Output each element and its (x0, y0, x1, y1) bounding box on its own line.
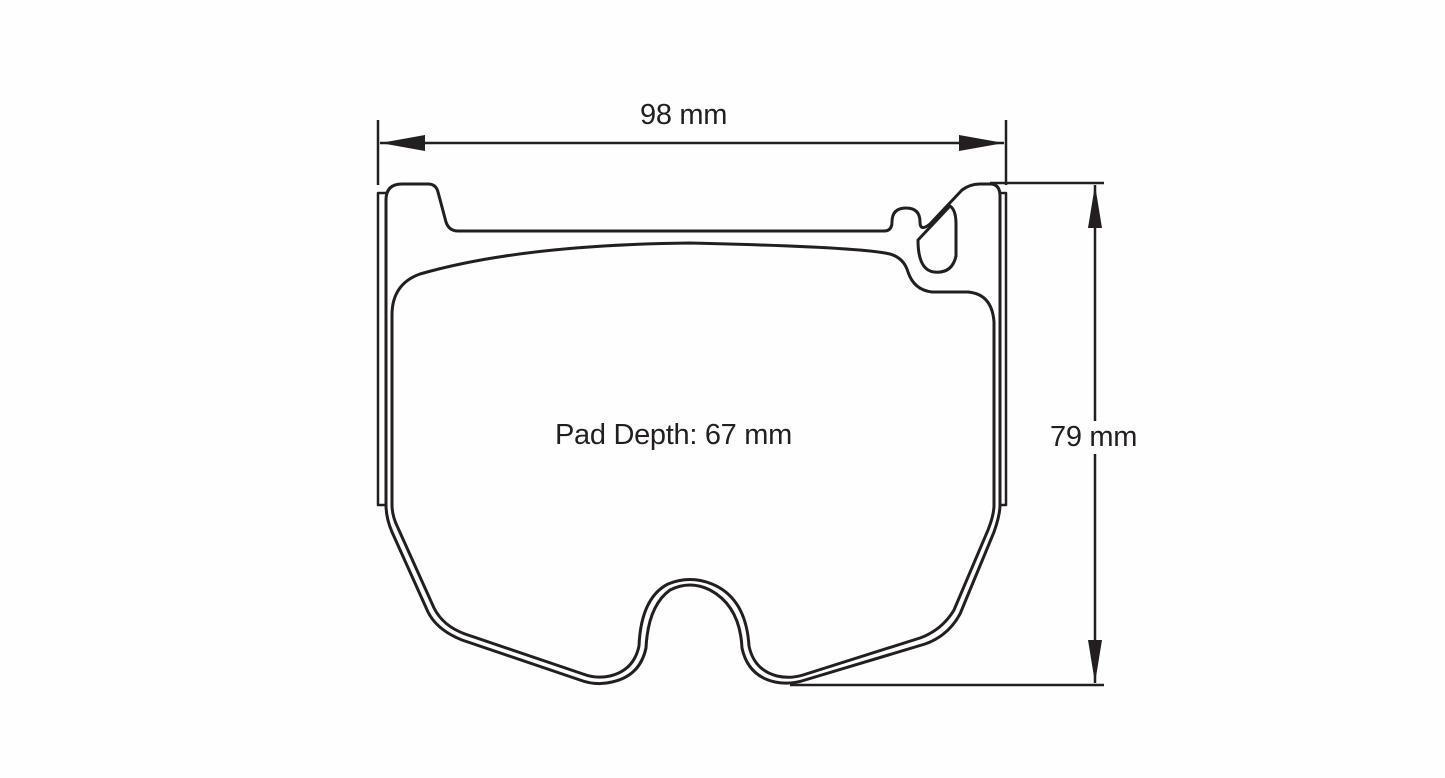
width-dimension-label: 98 mm (640, 99, 728, 131)
wear-indicator-slot (916, 204, 958, 274)
pad-depth-label: Pad Depth: 67 mm (555, 419, 792, 451)
width-dimension (376, 120, 1008, 185)
friction-material-outline (390, 241, 996, 679)
backing-plate-edges (376, 191, 1008, 507)
height-dimension (790, 181, 1104, 687)
height-dimension-label: 79 mm (1048, 421, 1140, 454)
backing-plate-outline (384, 182, 1002, 686)
